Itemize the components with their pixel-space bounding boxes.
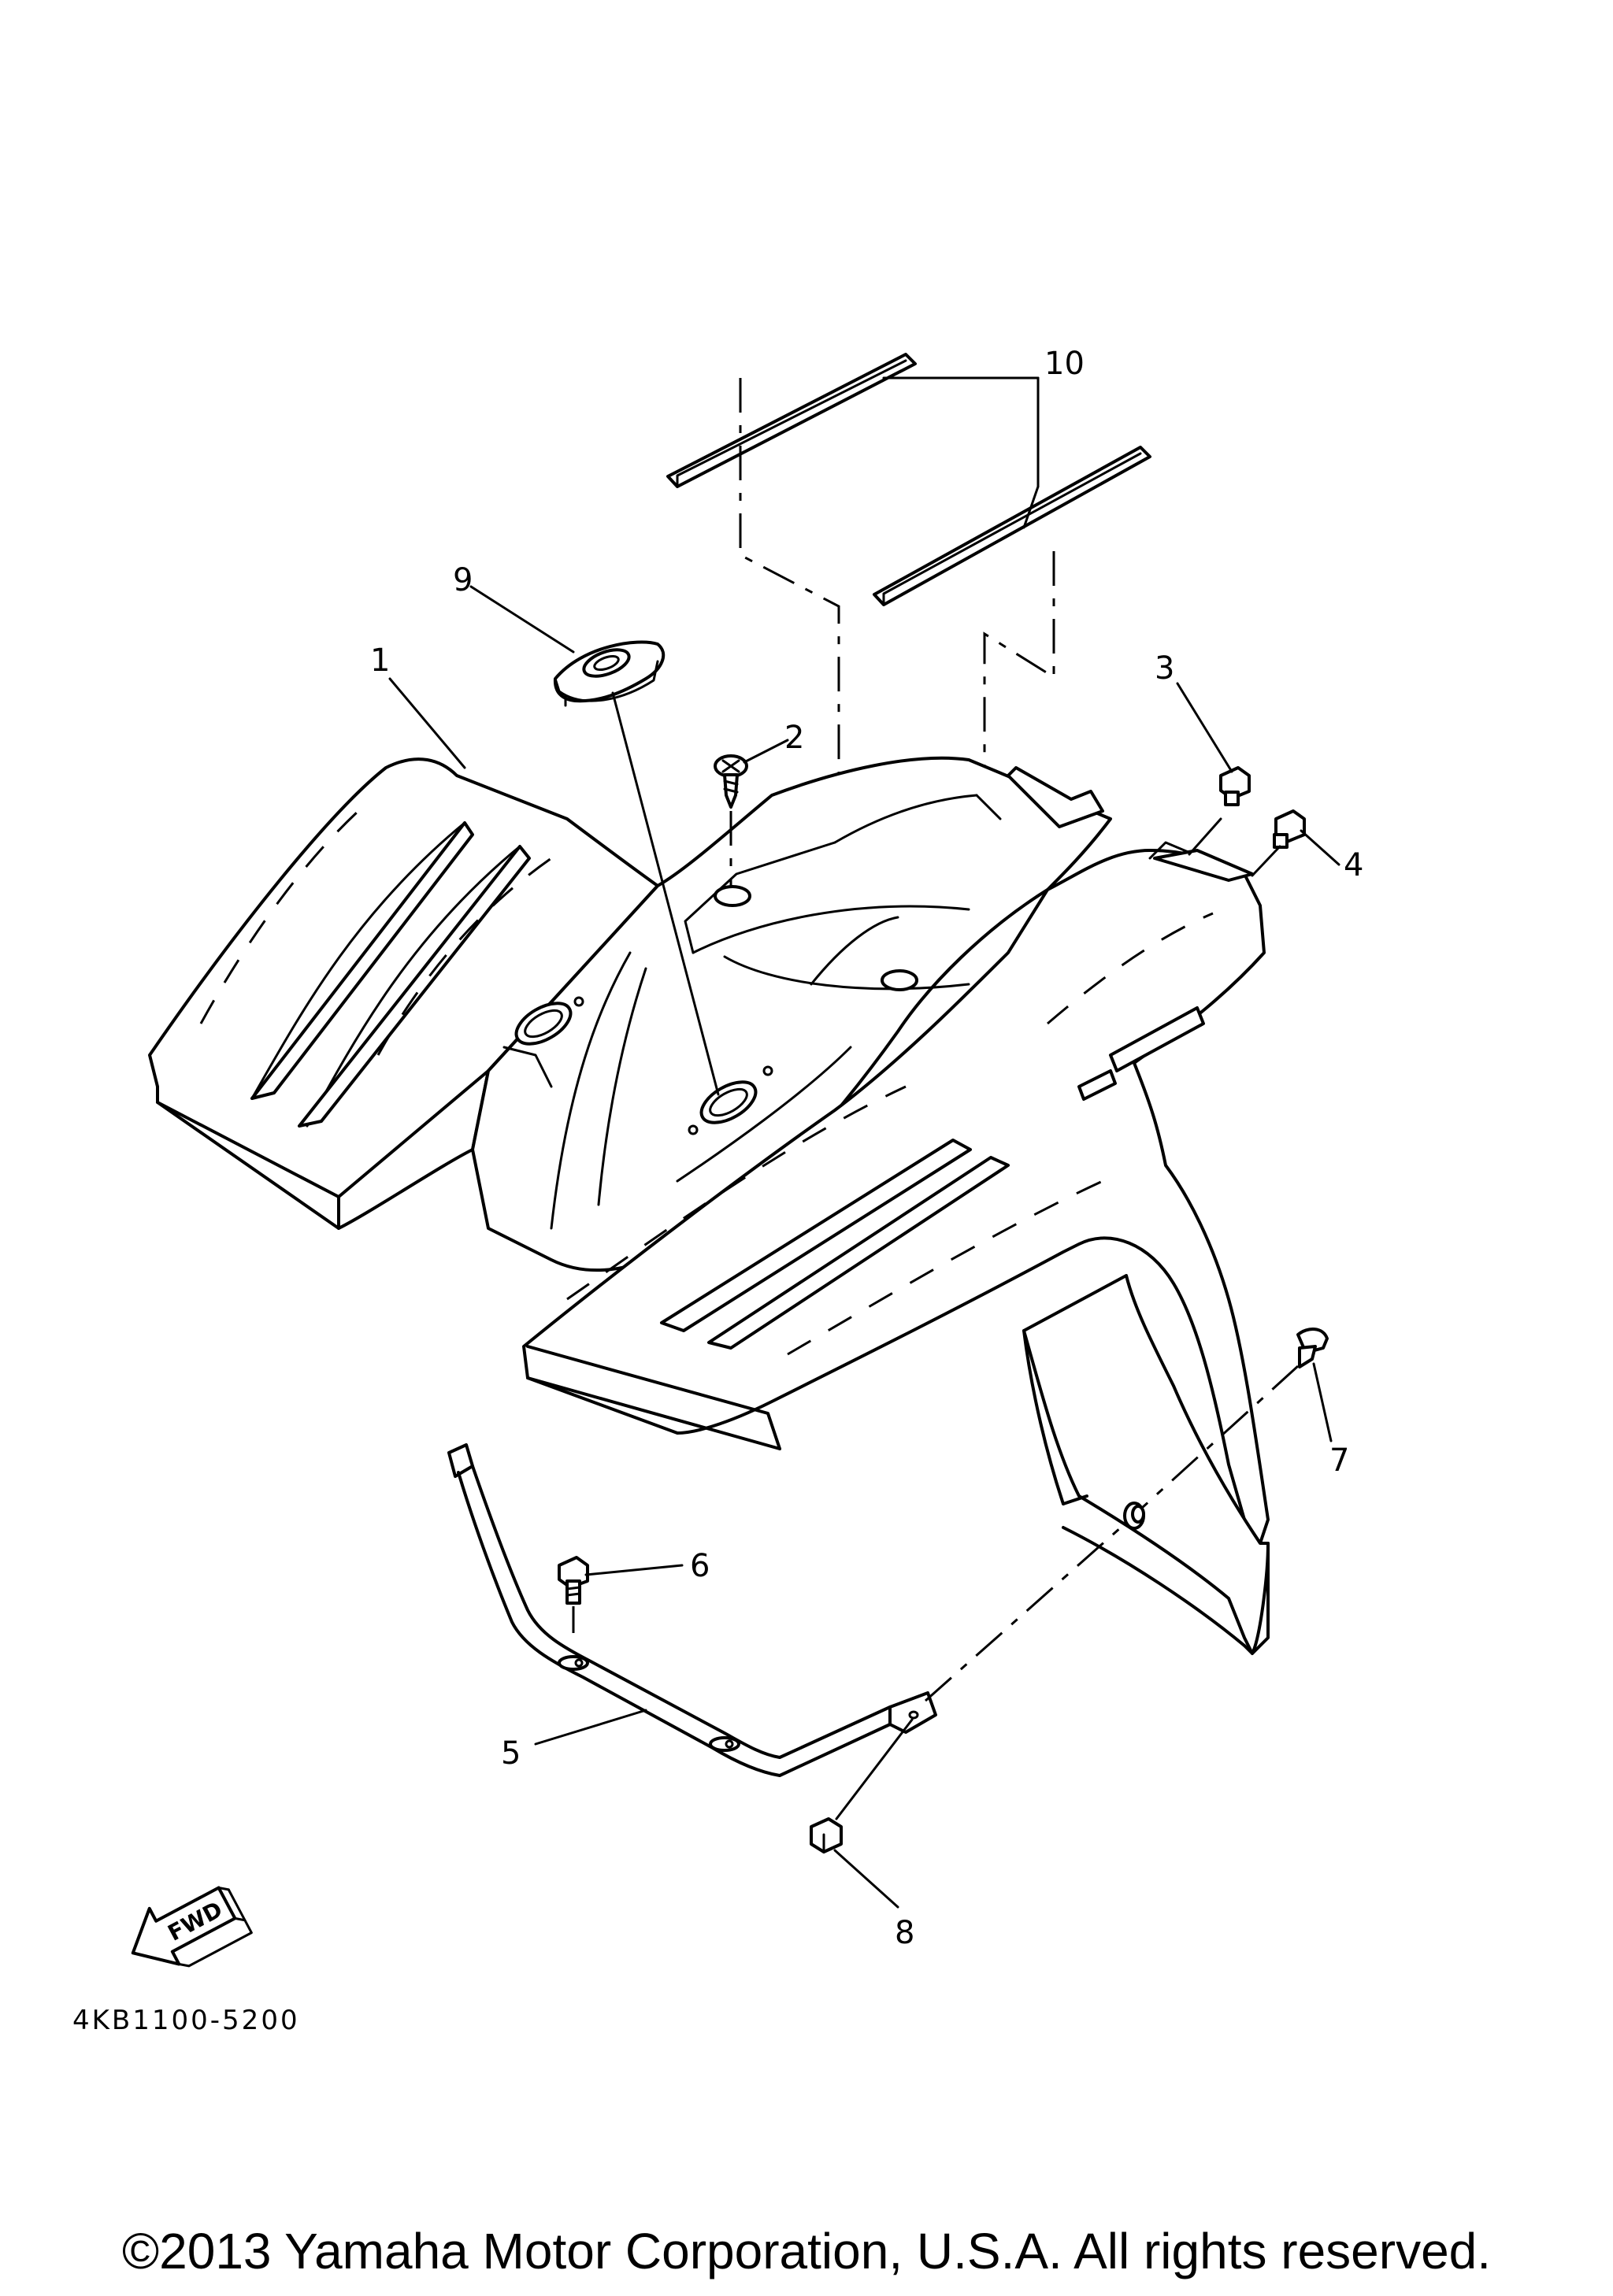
callout-6: 6 <box>690 1548 710 1584</box>
bolt-part-4 <box>1273 809 1306 849</box>
cap-part-9 <box>553 640 666 707</box>
guide-stay-to-skirt <box>925 1520 1129 1702</box>
callout-3: 3 <box>1155 650 1174 687</box>
guide-cap-to-hole <box>611 691 720 1096</box>
seal-strip-upper <box>666 353 917 488</box>
leader-4-tab <box>1251 845 1281 877</box>
leader-7 <box>1312 1362 1333 1442</box>
callout-2: 2 <box>784 720 804 756</box>
leader-8 <box>833 1849 899 1909</box>
leader-6 <box>584 1564 684 1576</box>
copyright-notice: ©2013 Yamaha Motor Corporation, U.S.A. A… <box>121 2223 1492 2279</box>
callout-10: 10 <box>1044 346 1085 382</box>
stay-part-5 <box>447 1443 937 1777</box>
callout-7: 7 <box>1329 1442 1349 1479</box>
bolt-part-3 <box>1219 766 1251 806</box>
leader-10 <box>882 376 1040 529</box>
callout-1: 1 <box>370 643 390 679</box>
leader-3-tab <box>1188 817 1222 856</box>
callout-8: 8 <box>895 1915 914 1951</box>
seal-strip-lower <box>873 446 1151 606</box>
callout-9: 9 <box>453 562 473 598</box>
callout-4: 4 <box>1344 847 1363 883</box>
leader-4 <box>1300 829 1340 866</box>
leader-9 <box>469 585 575 654</box>
leader-5 <box>534 1709 647 1746</box>
callout-5: 5 <box>501 1735 521 1772</box>
leader-2 <box>743 739 789 764</box>
bolt-part-7 <box>1296 1328 1329 1368</box>
leader-1 <box>388 677 466 769</box>
diagram-code: 4KB1100-5200 <box>72 2005 300 2036</box>
leader-3 <box>1176 682 1233 773</box>
fwd-arrow-icon: FWD <box>131 1886 253 1968</box>
bolt-part-6 <box>558 1556 589 1605</box>
fender-body <box>148 756 1270 1655</box>
screw-part-2 <box>714 754 748 809</box>
nut-part-8 <box>810 1817 843 1853</box>
guide-nut-8 <box>835 1718 914 1820</box>
